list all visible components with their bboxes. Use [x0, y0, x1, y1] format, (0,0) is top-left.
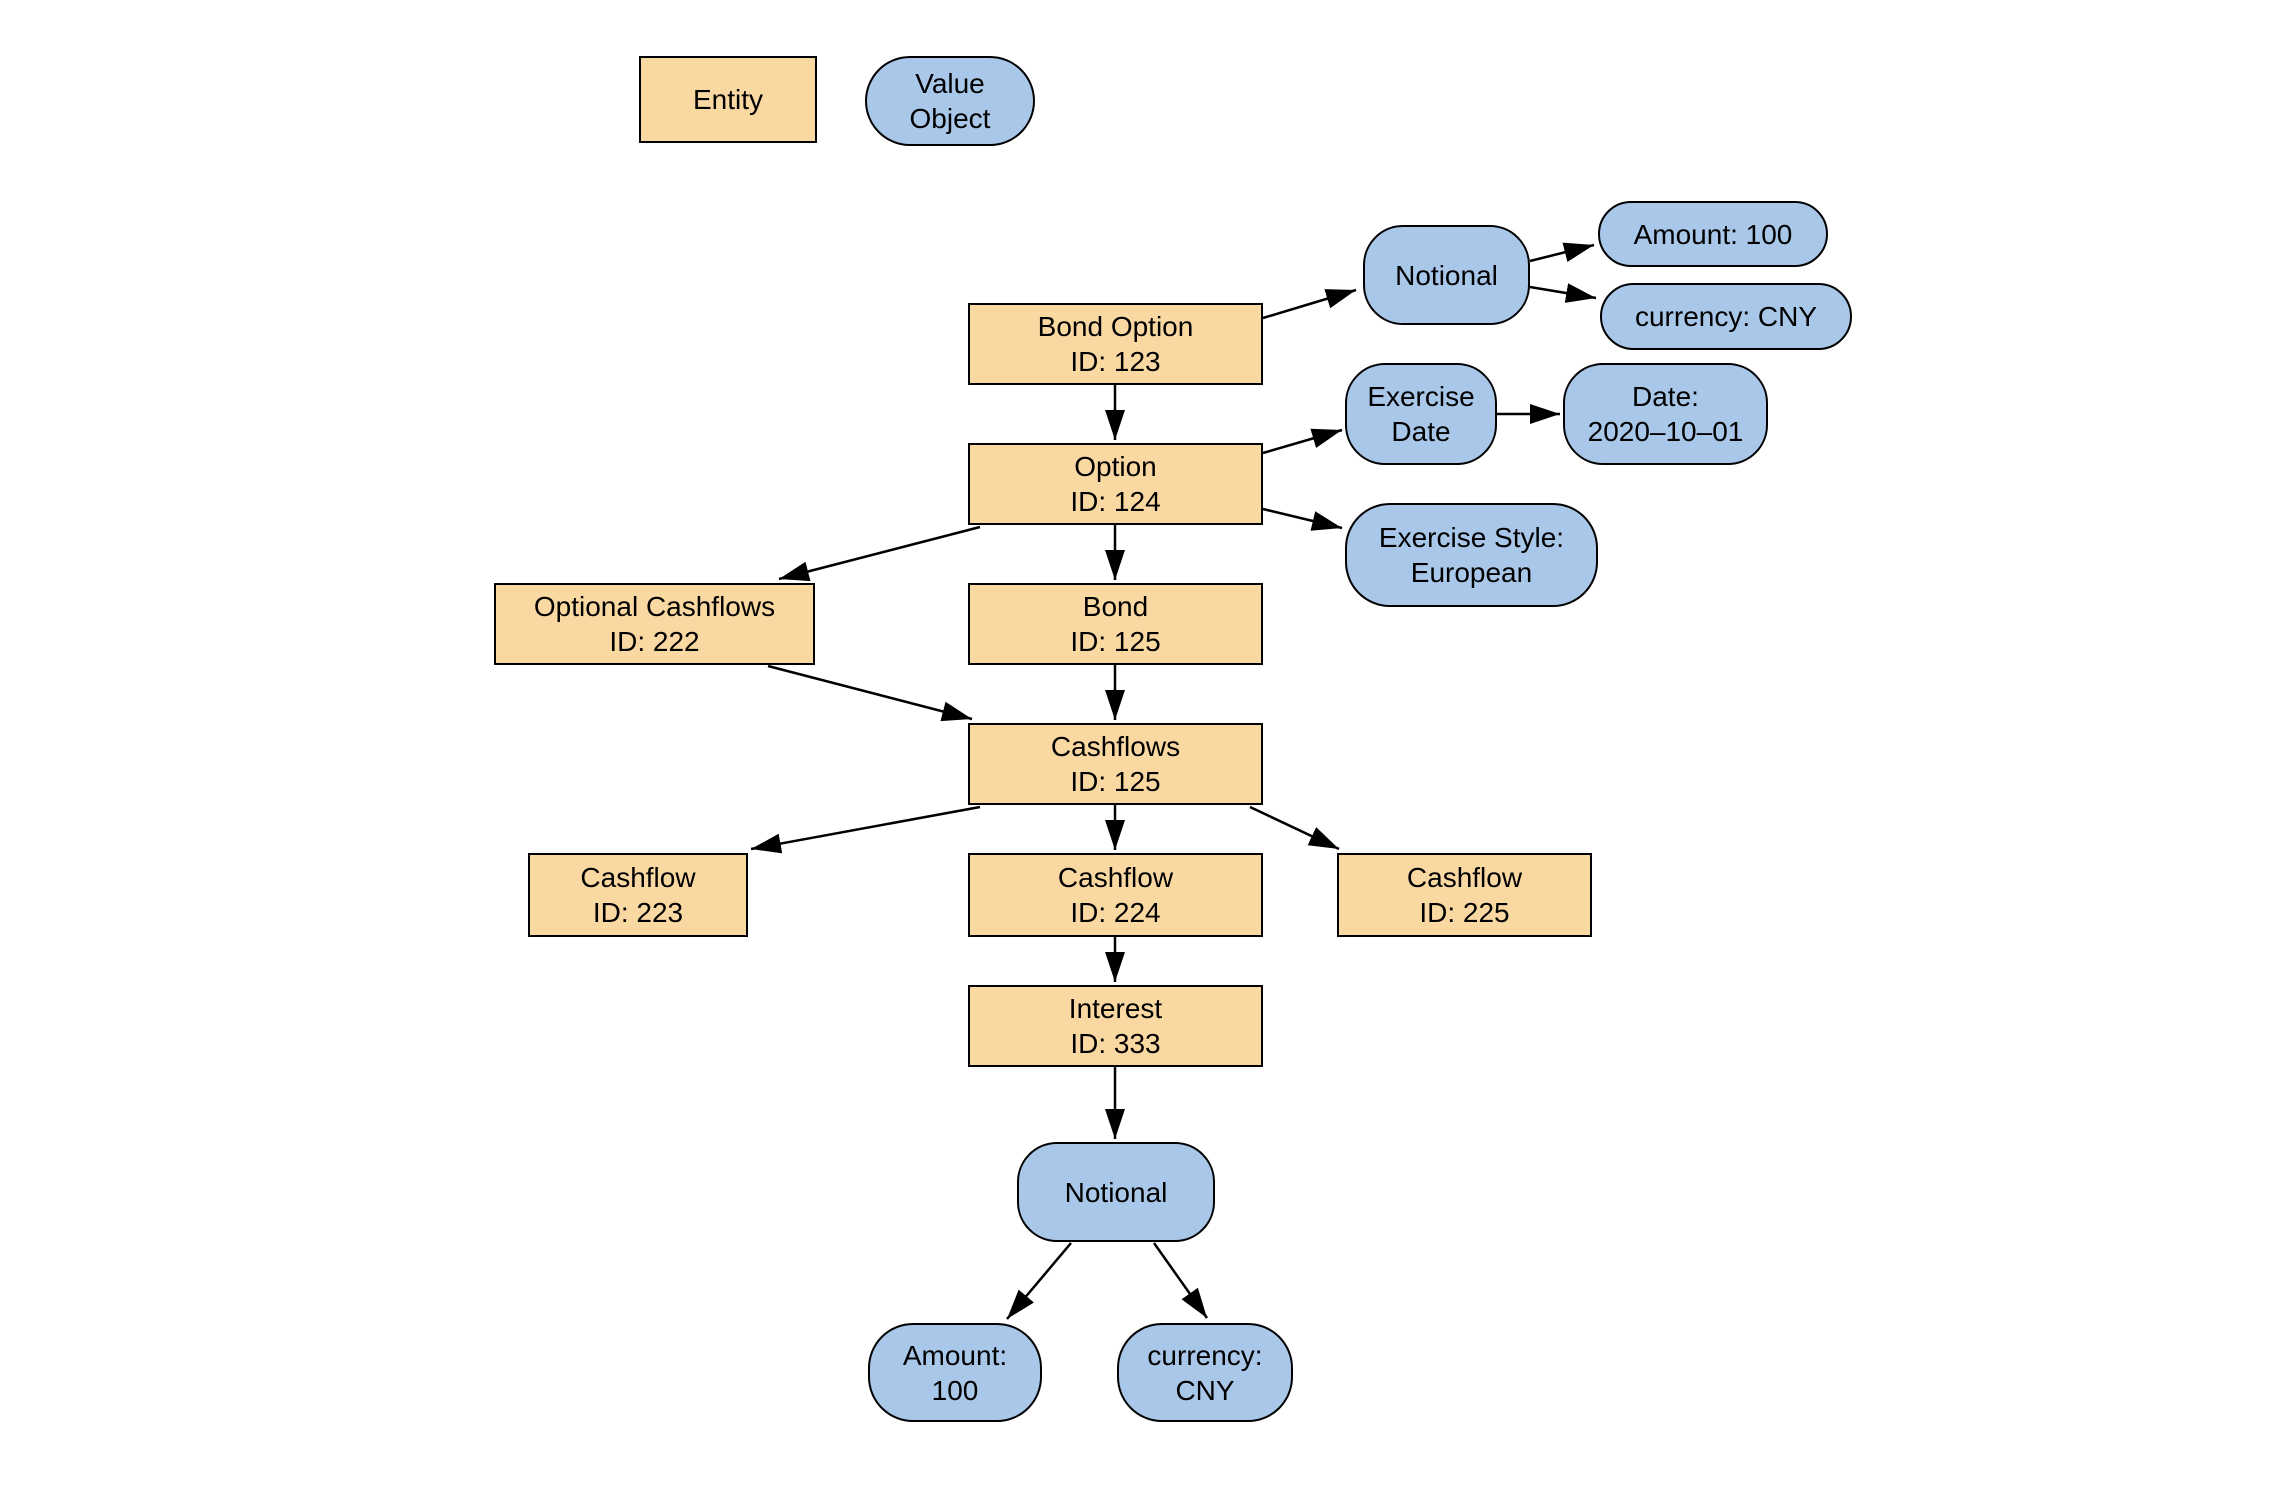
node-cashflows-label: Cashflows ID: 125 [1050, 731, 1181, 797]
node-option: Option ID: 124 [968, 443, 1263, 525]
node-bond: Bond ID: 125 [968, 583, 1263, 665]
node-notional-bottom-label: Notional [1064, 1176, 1168, 1208]
node-exercise-style-label: Exercise Style: European [1378, 522, 1565, 588]
node-bond-option: Bond Option ID: 123 [968, 303, 1263, 385]
legend-value-object: Value Object [865, 56, 1035, 146]
node-cashflow-223: Cashflow ID: 223 [528, 853, 748, 937]
node-amount-top-label: Amount: 100 [1633, 218, 1793, 250]
node-interest: Interest ID: 333 [968, 985, 1263, 1067]
edge-cashflows-cashflow-223 [750, 805, 981, 854]
edge-notional-amount [1529, 242, 1595, 263]
edge-optional-cashflows-cashflows [767, 664, 973, 722]
node-exercise-date-label: Exercise Date [1367, 381, 1475, 447]
node-exercise-style: Exercise Style: European [1345, 503, 1598, 607]
node-bond-label: Bond ID: 125 [1070, 591, 1161, 657]
legend-entity-label: Entity [692, 84, 764, 115]
node-interest-label: Interest ID: 333 [1068, 993, 1163, 1059]
node-amount-bottom-label: Amount: 100 [902, 1339, 1008, 1406]
node-currency-bottom: currency: CNY [1117, 1323, 1293, 1422]
node-option-label: Option ID: 124 [1070, 451, 1161, 517]
node-cashflow-224-label: Cashflow ID: 224 [1057, 862, 1174, 928]
node-notional-top-label: Notional [1395, 259, 1498, 291]
edge-notional-amount-bottom [1006, 1242, 1072, 1320]
edge-option-optional-cashflows [778, 525, 981, 582]
node-exercise-date: Exercise Date [1345, 363, 1497, 465]
edge-cashflows-cashflow-225 [1249, 805, 1340, 851]
node-currency-top-label: currency: CNY [1634, 301, 1818, 332]
node-amount-top: Amount: 100 [1598, 201, 1828, 267]
legend-entity: Entity [639, 56, 817, 143]
edge-bond-option-notional [1262, 288, 1357, 320]
node-amount-bottom: Amount: 100 [868, 1323, 1042, 1422]
edge-notional-currency-bottom [1152, 1242, 1209, 1319]
node-cashflows: Cashflows ID: 125 [968, 723, 1263, 805]
node-notional-bottom: Notional [1017, 1142, 1215, 1242]
edge-option-exercise-date [1262, 428, 1343, 455]
legend-value-object-label: Value Object [909, 68, 991, 134]
node-currency-bottom-label: currency: CNY [1147, 1339, 1263, 1406]
node-optional-cashflows: Optional Cashflows ID: 222 [494, 583, 815, 665]
node-cashflow-225: Cashflow ID: 225 [1337, 853, 1592, 937]
node-cashflow-223-label: Cashflow ID: 223 [580, 862, 696, 928]
node-date-value-label: Date: 2020–10–01 [1587, 381, 1744, 447]
edge-notional-currency [1529, 283, 1597, 303]
node-bond-option-label: Bond Option ID: 123 [1037, 311, 1194, 377]
node-cashflow-224: Cashflow ID: 224 [968, 853, 1263, 937]
node-cashflow-225-label: Cashflow ID: 225 [1406, 862, 1523, 928]
node-date-value: Date: 2020–10–01 [1563, 363, 1768, 465]
node-optional-cashflows-label: Optional Cashflows ID: 222 [533, 591, 776, 657]
node-notional-top: Notional [1363, 225, 1530, 325]
edge-option-exercise-style [1262, 507, 1343, 531]
node-currency-top: currency: CNY [1600, 283, 1852, 350]
